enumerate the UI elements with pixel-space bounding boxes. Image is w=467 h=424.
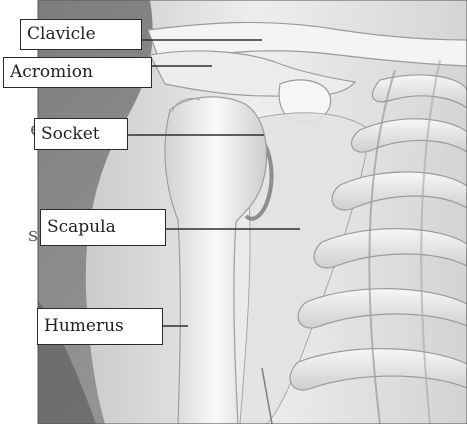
- socket-label: Socket: [34, 118, 128, 150]
- scapula-label: Scapula: [40, 209, 166, 246]
- humerus-label: Humerus: [37, 308, 163, 345]
- clavicle-label: Clavicle: [20, 19, 142, 50]
- page-edge-text-lower: s: [28, 224, 38, 244]
- acromion-label: Acromion: [3, 57, 152, 88]
